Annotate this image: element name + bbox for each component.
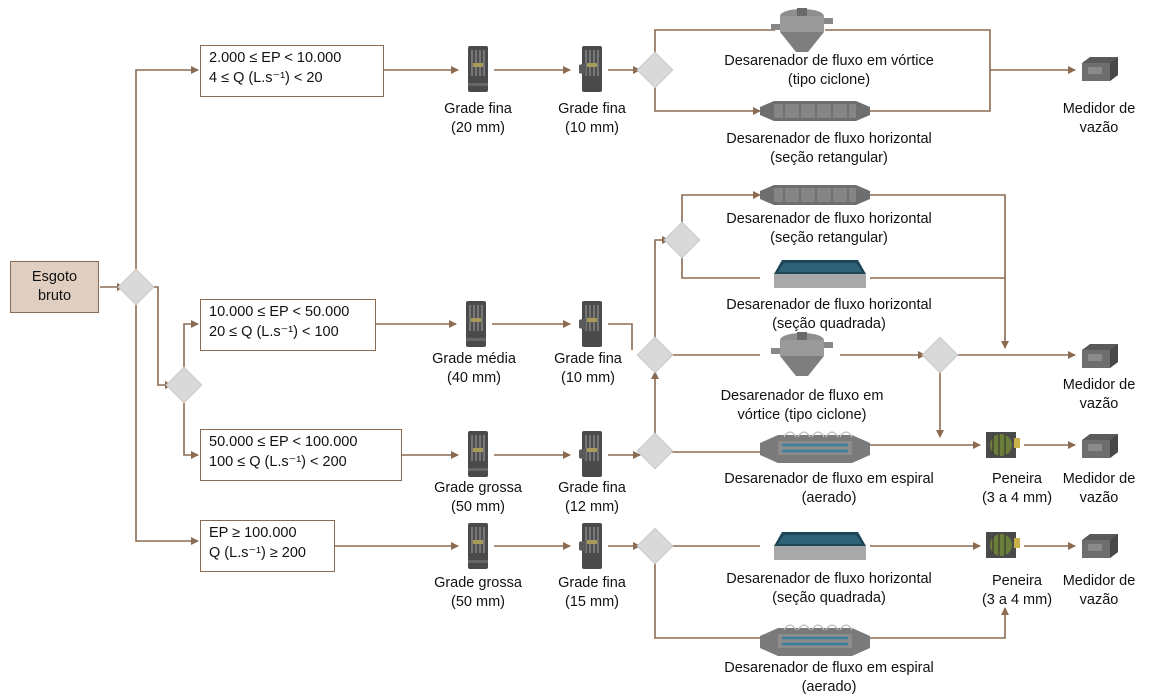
node-label: Grade fina(15 mm): [558, 575, 626, 610]
condition-line: 2.000 ≤ EP < 10.000: [209, 50, 342, 66]
node-label: Grade fina(12 mm): [558, 480, 626, 515]
aerated-grit-chamber-icon: [760, 624, 870, 656]
flow-meter-icon: [1082, 434, 1118, 458]
node-label: Desarenador de fluxo em espiral(aerado): [724, 660, 934, 695]
vortex-grit-chamber-icon: [771, 8, 833, 52]
node-label: Grade fina(10 mm): [554, 351, 622, 386]
node-label: Desarenador de fluxo horizontal(seção re…: [726, 211, 932, 246]
condition-line: 100 ≤ Q (L.s⁻¹) < 200: [209, 454, 347, 470]
horizontal-grit-chamber-icon: [760, 185, 870, 205]
condition-line: 50.000 ≤ EP < 100.000: [209, 434, 358, 450]
condition-line: Q (L.s⁻¹) ≥ 200: [209, 545, 306, 561]
flow-meter-icon: [1082, 344, 1118, 368]
bar-screen-icon: [579, 523, 602, 569]
node-label: Grade média(40 mm): [432, 351, 516, 386]
square-grit-chamber-icon: [774, 260, 866, 288]
aerated-grit-chamber-icon: [760, 431, 870, 463]
node-label: Desarenador de fluxo em espiral(aerado): [724, 471, 934, 506]
bar-screen-icon: [468, 523, 488, 569]
condition-line: 20 ≤ Q (L.s⁻¹) < 100: [209, 324, 339, 340]
bar-screen-icon: [466, 301, 486, 347]
node-label: Grade grossa(50 mm): [434, 480, 522, 515]
node-label: Desarenador de fluxo horizontal(seção qu…: [726, 297, 932, 332]
start-node-line2: bruto: [37, 288, 72, 304]
flow-meter-icon: [1082, 57, 1118, 81]
start-node: Esgoto bruto: [10, 261, 99, 313]
condition-box-2: 10.000 ≤ EP < 50.000 20 ≤ Q (L.s⁻¹) < 10…: [200, 299, 376, 351]
square-grit-chamber-icon: [774, 532, 866, 560]
condition-box-1: 2.000 ≤ EP < 10.000 4 ≤ Q (L.s⁻¹) < 20: [200, 45, 384, 97]
node-label: Desarenador de fluxo horizontal(seção re…: [726, 131, 932, 166]
condition-box-4: EP ≥ 100.000 Q (L.s⁻¹) ≥ 200: [200, 520, 335, 572]
bar-screen-icon: [468, 431, 488, 477]
flow-meter-icon: [1082, 534, 1118, 558]
node-label: Peneira(3 a 4 mm): [981, 573, 1053, 608]
node-label: Desarenador de fluxo horizontal(seção qu…: [726, 571, 932, 606]
bar-screen-icon: [468, 46, 488, 92]
bar-screen-icon: [579, 301, 602, 347]
bar-screen-icon: [579, 431, 602, 477]
node-label: Grade fina(10 mm): [558, 101, 626, 136]
start-node-line1: Esgoto: [31, 269, 78, 285]
horizontal-grit-chamber-icon: [760, 101, 870, 121]
node-label: Grade fina(20 mm): [444, 101, 512, 136]
sieve-icon: [986, 432, 1020, 458]
node-label: Grade grossa(50 mm): [434, 575, 522, 610]
vortex-grit-chamber-icon: [771, 332, 833, 376]
condition-line: 4 ≤ Q (L.s⁻¹) < 20: [209, 70, 323, 86]
node-label: Peneira(3 a 4 mm): [981, 471, 1053, 506]
node-label: Desarenador de fluxo em vórtice(tipo cic…: [724, 53, 934, 88]
bar-screen-icon: [579, 46, 602, 92]
sieve-icon: [986, 532, 1020, 558]
condition-line: 10.000 ≤ EP < 50.000: [209, 304, 350, 320]
condition-box-3: 50.000 ≤ EP < 100.000 100 ≤ Q (L.s⁻¹) < …: [200, 429, 402, 481]
condition-line: EP ≥ 100.000: [209, 525, 297, 541]
